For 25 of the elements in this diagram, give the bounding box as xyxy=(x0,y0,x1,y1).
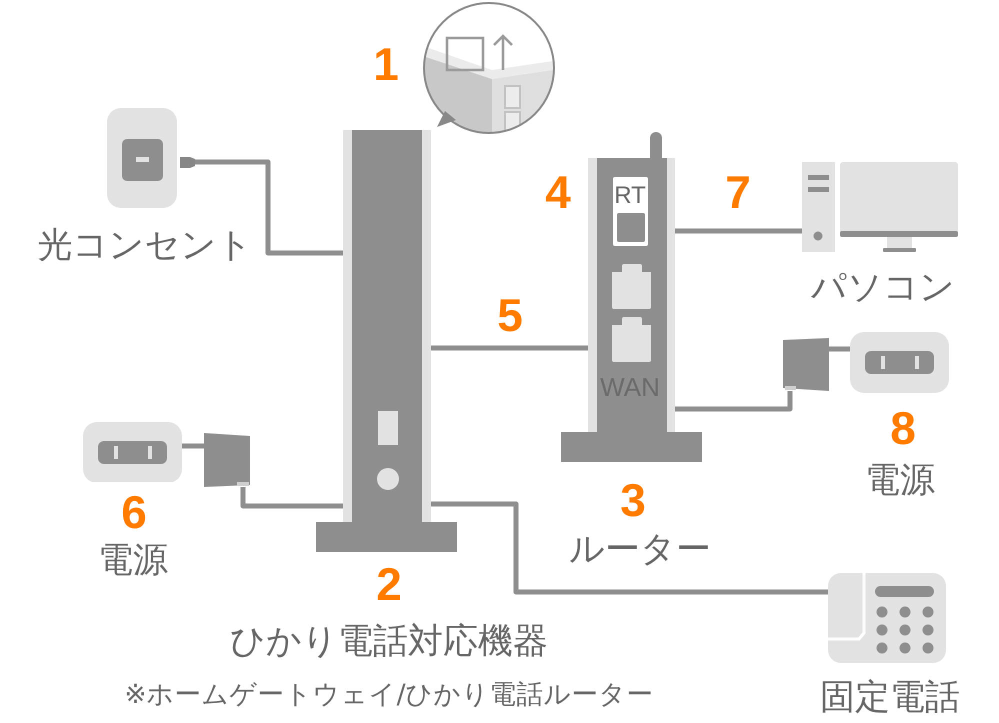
device-label: 電源 xyxy=(865,464,935,498)
cable xyxy=(675,228,802,234)
device-label: パソコン xyxy=(811,270,955,306)
device-label: ルーター xyxy=(569,532,711,568)
cable xyxy=(195,160,343,256)
callout-number: 2 xyxy=(376,561,402,607)
note-text: ※ホームゲートウェイ/ひかり電話ルーター xyxy=(124,682,654,708)
callout-number: 1 xyxy=(373,41,399,87)
cable xyxy=(240,487,343,508)
device-label: 電源 xyxy=(98,544,168,578)
callout-number: 5 xyxy=(497,292,523,338)
device-label: 光コンセント xyxy=(38,228,252,264)
cable xyxy=(431,346,588,350)
callout-number: 6 xyxy=(121,489,147,535)
panel-label: RT xyxy=(614,184,646,208)
device-label: 固定電話 xyxy=(820,680,960,716)
cable xyxy=(182,444,204,448)
callout-number: 8 xyxy=(890,405,916,451)
callout-number: 4 xyxy=(545,169,571,215)
cable xyxy=(675,391,792,412)
cable xyxy=(829,346,850,352)
cable xyxy=(431,502,828,594)
callout-number: 3 xyxy=(620,477,646,523)
device-label: ひかり電話対応機器 xyxy=(230,624,548,660)
callout-number: 7 xyxy=(725,169,751,215)
